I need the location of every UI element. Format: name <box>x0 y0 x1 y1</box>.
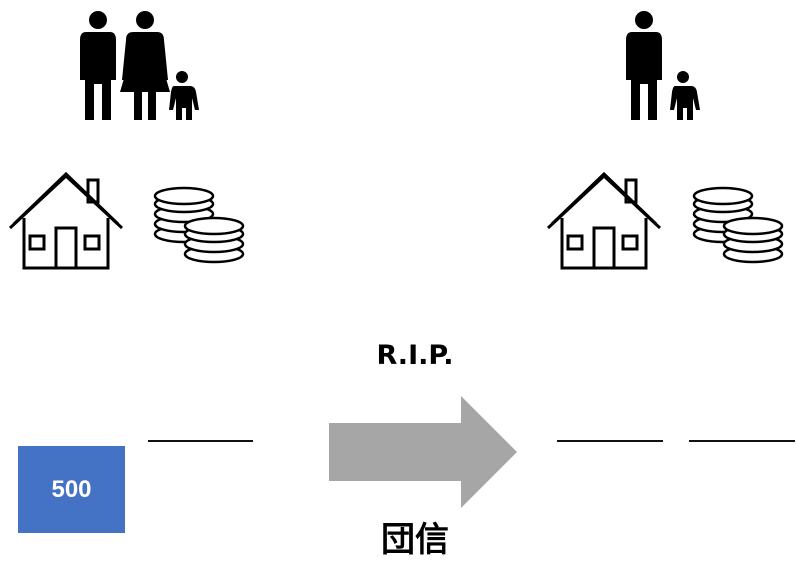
blank-line-left <box>148 440 253 442</box>
amount-box: 500 <box>18 446 125 533</box>
left-coins-icon <box>152 186 248 268</box>
blank-line-right-2 <box>689 440 795 442</box>
left-house-icon <box>8 170 124 270</box>
right-coins-icon <box>691 186 787 268</box>
rip-label: R.I.P. <box>376 340 454 371</box>
bottom-label: 団信 <box>381 520 449 560</box>
left-family-icon <box>78 10 200 122</box>
right-family-icon <box>620 10 700 122</box>
transition-arrow <box>329 396 519 508</box>
amount-value: 500 <box>51 475 92 503</box>
right-house-icon <box>546 170 662 270</box>
blank-line-right-1 <box>557 440 663 442</box>
